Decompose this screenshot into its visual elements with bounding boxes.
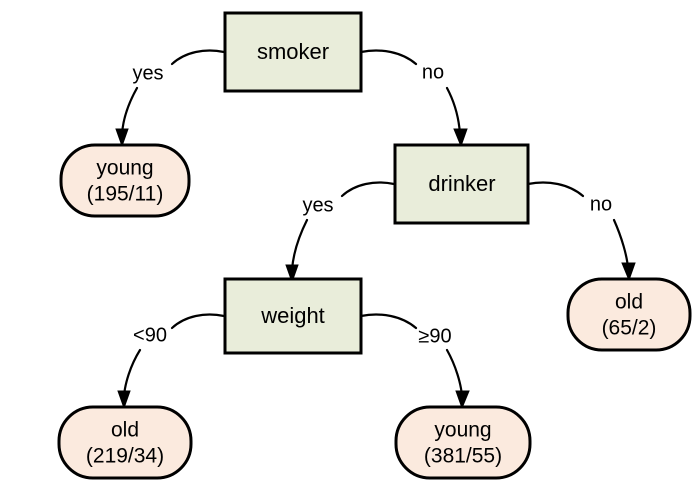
node-drinker-label: drinker (428, 171, 495, 196)
edge-smoker-no: no (359, 49, 468, 148)
edge-label-drinker-yes: yes (302, 194, 333, 216)
node-smoker[interactable]: smoker (223, 11, 363, 93)
node-leaf-young-195-shape[interactable] (59, 143, 191, 218)
node-leaf-old-219-counts: (219/34) (86, 445, 164, 468)
node-leaf-old-219-shape[interactable] (57, 405, 193, 480)
node-smoker-box[interactable] (223, 11, 363, 93)
node-leaf-young-381-counts: (381/55) (424, 445, 502, 468)
node-leaf-old-65-class: old (615, 291, 643, 314)
edge-drinker-yes: yes (285, 181, 396, 284)
node-drinker-box[interactable] (393, 143, 530, 225)
edge-smoker-no-arrowhead (453, 128, 468, 148)
edge-smoker-yes-arrowhead (115, 128, 129, 148)
edge-weight-ge90-arrowhead (455, 390, 470, 410)
node-leaf-old-65-counts: (65/2) (602, 317, 657, 340)
node-leaf-young-381-class: young (434, 419, 491, 442)
node-weight-box[interactable] (223, 277, 363, 355)
edge-label-smoker-yes: yes (132, 62, 163, 84)
node-leaf-young-381[interactable]: young (381/55) (394, 405, 532, 480)
edge-drinker-no: no (526, 181, 636, 282)
node-leaf-old-65-shape[interactable] (566, 277, 692, 352)
edge-weight-lt90: <90 (117, 313, 226, 410)
node-drinker[interactable]: drinker (393, 143, 530, 225)
edge-drinker-no-upper-segment (526, 181, 585, 198)
edge-weight-ge90: ≥90 (359, 313, 470, 410)
node-leaf-old-65[interactable]: old (65/2) (566, 277, 692, 352)
edge-label-smoker-no: no (422, 61, 444, 83)
edge-label-weight-lt90: <90 (133, 324, 167, 346)
node-leaf-young-195[interactable]: young (195/11) (59, 143, 191, 218)
node-leaf-young-195-class: young (96, 157, 153, 180)
node-leaf-old-219-class: old (111, 419, 139, 442)
edge-label-weight-ge90: ≥90 (418, 325, 451, 347)
node-weight-label: weight (260, 303, 325, 328)
edge-weight-ge90-upper-segment (359, 313, 418, 330)
node-weight[interactable]: weight (223, 277, 363, 355)
edge-drinker-yes-arrowhead (285, 264, 299, 284)
edge-smoker-no-upper-segment (359, 49, 418, 66)
node-leaf-young-195-counts: (195/11) (87, 183, 164, 206)
edge-drinker-no-arrowhead (621, 262, 636, 282)
edge-smoker-yes-upper-segment (170, 49, 226, 66)
edge-weight-lt90-upper-segment (170, 313, 226, 330)
node-smoker-label: smoker (257, 39, 329, 64)
node-leaf-old-219[interactable]: old (219/34) (57, 405, 193, 480)
edge-drinker-yes-upper-segment (340, 181, 396, 198)
edge-weight-lt90-arrowhead (117, 390, 131, 410)
node-leaf-young-381-shape[interactable] (394, 405, 532, 480)
edge-smoker-yes: yes (115, 49, 226, 148)
edge-label-drinker-no: no (590, 193, 612, 215)
